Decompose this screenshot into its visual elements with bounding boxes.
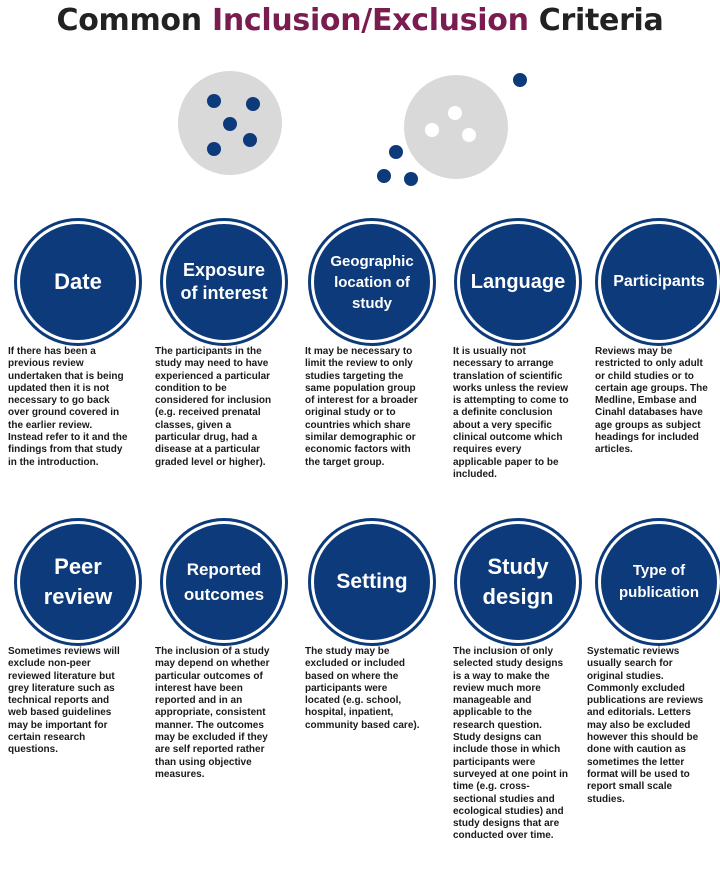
badge-label: Exposure of interest (180, 260, 268, 303)
badge-label: Peer review (43, 554, 113, 609)
participants-badge: Participants (598, 221, 720, 343)
peer-review-badge: Peer review (17, 521, 139, 643)
geographic-location-description: It may be necessary to limit the review … (305, 346, 418, 468)
badge-label: Participants (613, 273, 705, 290)
reported-outcomes-badge: Reported outcomes (163, 521, 285, 643)
date-badge: Date (17, 221, 139, 343)
reported-outcomes-description: The inclusion of a study may depend on w… (155, 646, 270, 780)
study-design-description: The inclusion of only selected study des… (453, 646, 569, 842)
participants-description: Reviews may be restricted to only adult … (595, 346, 708, 456)
page-title: Common Inclusion/Exclusion Criteria (0, 0, 720, 42)
exposure-of-interest-description: The participants in the study may need t… (155, 346, 272, 468)
peer-review-description: Sometimes reviews will exclude non-peer … (8, 646, 120, 756)
setting-description: The study may be excluded or included ba… (305, 646, 420, 731)
setting-badge: Setting (311, 521, 433, 643)
badge-label: Language (470, 270, 566, 293)
badge-label: Date (54, 269, 102, 294)
inclusion-circle-icon (178, 71, 282, 175)
date-description: If there has been a previous review unde… (8, 346, 128, 468)
badge-label: Type of publication (619, 562, 699, 601)
badge-label: Study design (482, 554, 554, 609)
badge-label: Reported outcomes (183, 560, 265, 604)
badge-label: Setting (336, 570, 408, 593)
title-accent: Inclusion/Exclusion (211, 3, 529, 38)
title-part-1: Common (56, 3, 212, 38)
language-description: It is usually not necessary to arrange t… (453, 346, 569, 480)
geographic-location-badge: Geographic location of study (311, 221, 433, 343)
type-of-publication-badge: Type of publication (598, 521, 720, 643)
language-badge: Language (457, 221, 579, 343)
type-of-publication-description: Systematic reviews usually search for or… (587, 646, 704, 805)
study-design-badge: Study design (457, 521, 579, 643)
exposure-of-interest-badge: Exposure of interest (163, 221, 285, 343)
inclusion-exclusion-illustration (178, 71, 527, 186)
badge-label: Geographic location of study (330, 252, 414, 312)
title-part-2: Criteria (528, 3, 664, 38)
exclusion-circle-icon (377, 73, 527, 186)
